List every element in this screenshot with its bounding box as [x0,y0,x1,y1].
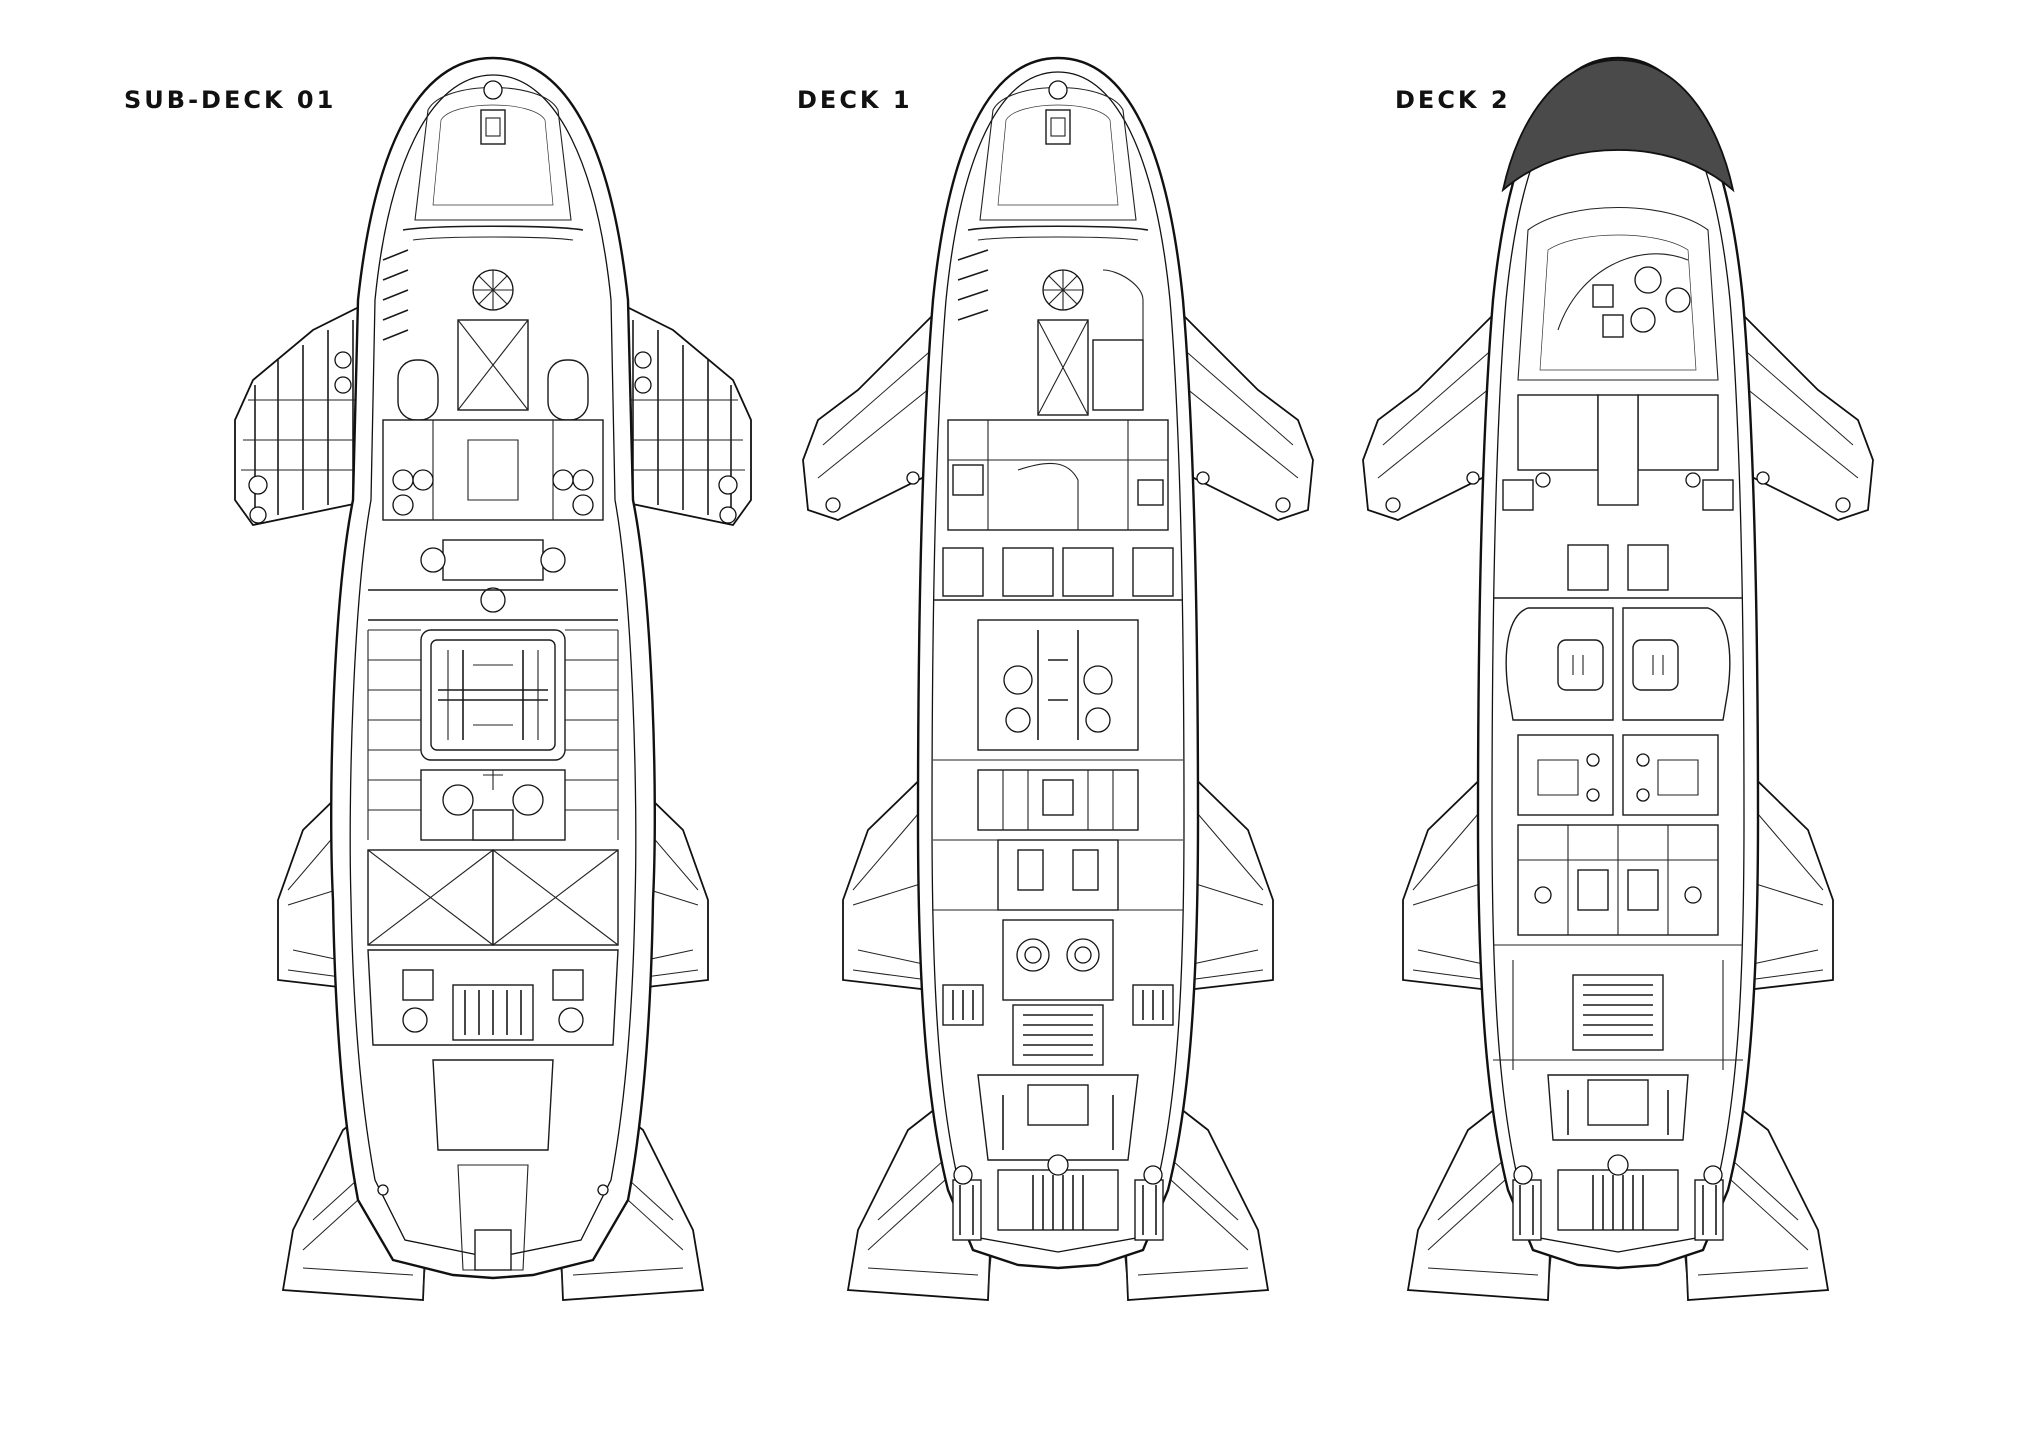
deck-label-sub-deck-01: SUB-DECK 01 [124,86,336,114]
deck-1-plan [802,56,1314,1301]
sub-deck-01-plan [234,56,752,1301]
deck-label-deck-1: DECK 1 [797,86,913,114]
deck-2-plan [1362,56,1874,1301]
deck-label-deck-2: DECK 2 [1395,86,1511,114]
